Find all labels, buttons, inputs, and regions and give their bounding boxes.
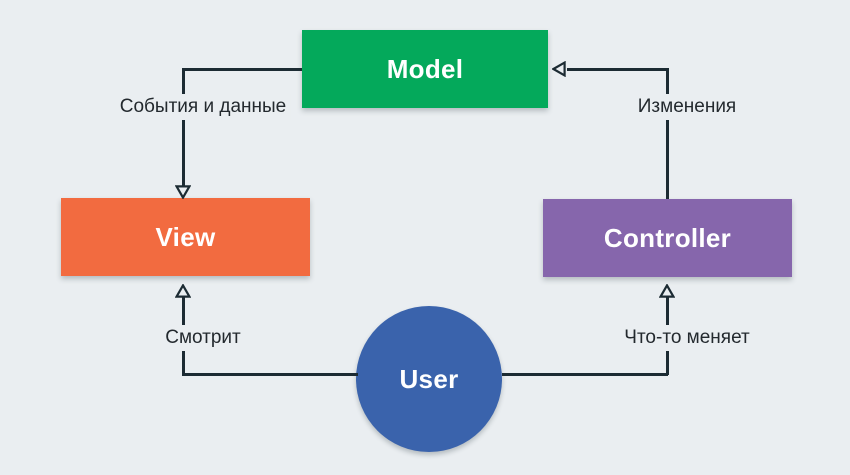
arrowhead-down-icon bbox=[175, 185, 191, 199]
edge-user-view-horizontal bbox=[182, 373, 358, 376]
edge-user-controller-horizontal bbox=[502, 373, 668, 376]
node-user-label: User bbox=[399, 363, 459, 394]
edge-controller-model-vertical bbox=[666, 68, 669, 199]
node-model: Model bbox=[302, 30, 548, 108]
node-controller: Controller bbox=[543, 199, 792, 277]
arrowhead-up-icon bbox=[175, 284, 191, 298]
node-controller-label: Controller bbox=[603, 222, 732, 253]
node-user: User bbox=[356, 306, 502, 452]
node-model-label: Model bbox=[386, 53, 464, 84]
node-view: View bbox=[61, 198, 310, 276]
arrowhead-left-icon bbox=[552, 61, 566, 77]
arrowhead-up-icon bbox=[659, 284, 675, 298]
edge-label-watches: Смотрит bbox=[160, 325, 246, 351]
edge-model-view-vertical bbox=[182, 68, 185, 186]
edge-controller-model-horizontal bbox=[567, 68, 668, 71]
edge-label-changes-something: Что-то меняет bbox=[619, 325, 755, 351]
node-view-label: View bbox=[155, 221, 216, 252]
edge-label-events-and-data: События и данные bbox=[114, 94, 292, 120]
edge-model-view-horizontal bbox=[182, 68, 302, 71]
edge-label-changes: Изменения bbox=[632, 94, 742, 120]
